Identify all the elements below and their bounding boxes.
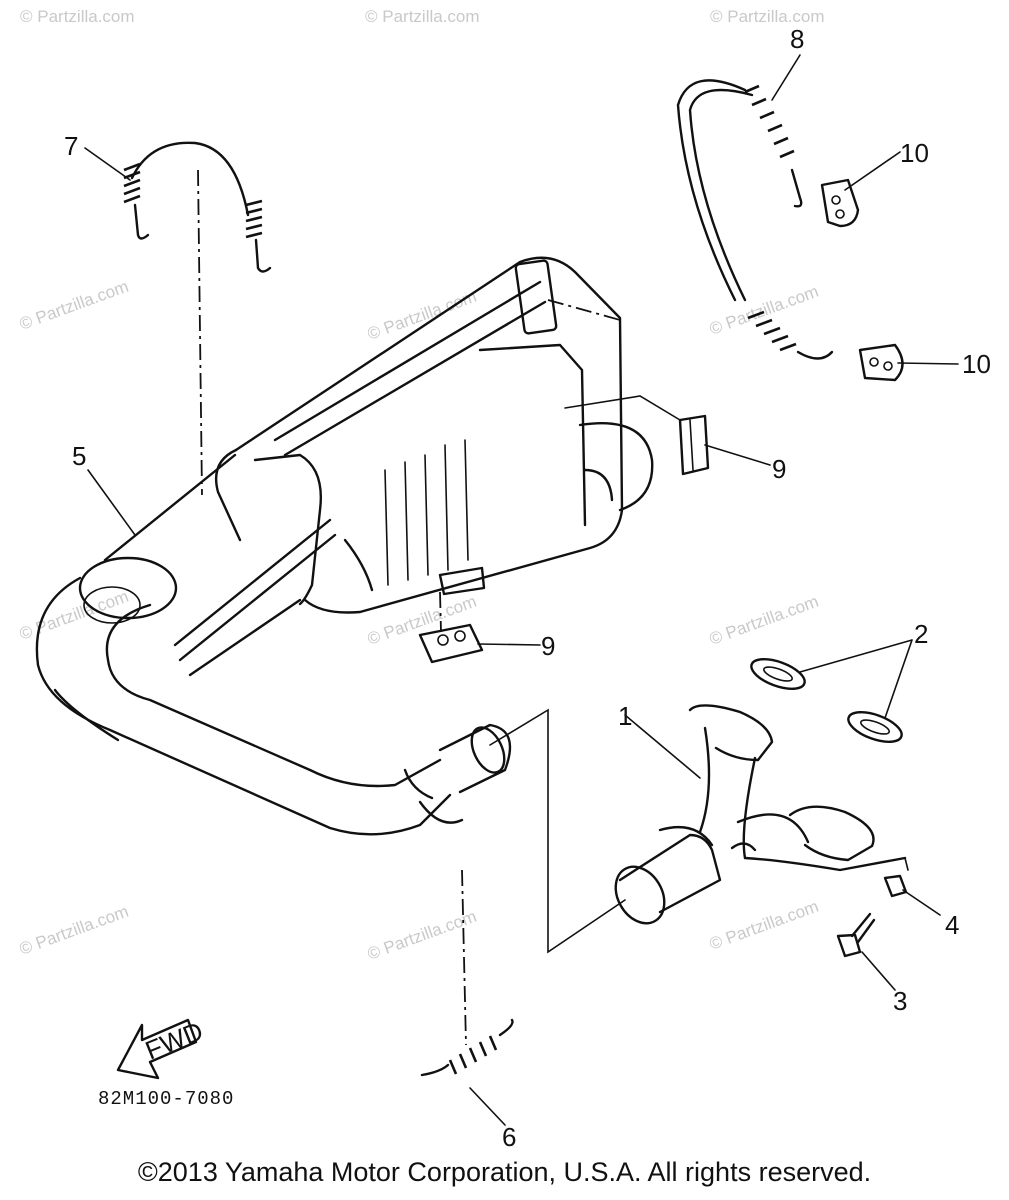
callout-number: 6 [502, 1122, 516, 1152]
callout-number: 3 [893, 986, 907, 1016]
exhaust-pipe [35, 576, 512, 836]
watermark: © Partzilla.com [20, 7, 135, 26]
callout-number: 7 [64, 131, 78, 161]
callout-number: 10 [900, 138, 929, 168]
assembly-lines [197, 169, 909, 1046]
fwd-label: FWD [141, 1016, 207, 1066]
callout-number: 9 [541, 631, 555, 661]
watermark: © Partzilla.com [707, 592, 821, 649]
callout-number: 8 [790, 24, 804, 54]
gaskets [750, 658, 903, 743]
drawing-number: 82M100-7080 [98, 1088, 235, 1110]
copyright-notice: ©2013 Yamaha Motor Corporation, U.S.A. A… [137, 1157, 872, 1187]
watermark: © Partzilla.com [365, 287, 479, 344]
brackets [820, 178, 904, 382]
watermark: © Partzilla.com [365, 907, 479, 964]
watermark: © Partzilla.com [710, 7, 825, 26]
watermark: © Partzilla.com [17, 277, 131, 334]
watermark: © Partzilla.com [17, 902, 131, 959]
muffler-assembly [78, 256, 654, 677]
callout-numbers: 1 2 3 4 5 6 7 8 9 9 10 10 [64, 24, 991, 1152]
spring-stay-right [676, 79, 834, 360]
spring-stay-left [123, 141, 272, 273]
callout-number: 2 [914, 619, 928, 649]
callout-number: 1 [618, 701, 632, 731]
watermark: © Partzilla.com [17, 587, 131, 644]
callout-number: 5 [72, 441, 86, 471]
callout-number: 9 [772, 454, 786, 484]
watermark: © Partzilla.com [365, 7, 480, 26]
callout-number: 10 [962, 349, 991, 379]
callout-number: 4 [945, 910, 959, 940]
leader-lines [84, 54, 959, 1126]
watermark: © Partzilla.com [707, 282, 821, 339]
dampers [418, 414, 710, 664]
exhaust-manifold [614, 704, 907, 925]
watermark: © Partzilla.com [707, 897, 821, 954]
spring-6 [420, 1018, 514, 1077]
bolt-and-nut [836, 874, 908, 958]
fwd-arrow-icon: FWD [116, 1016, 207, 1080]
